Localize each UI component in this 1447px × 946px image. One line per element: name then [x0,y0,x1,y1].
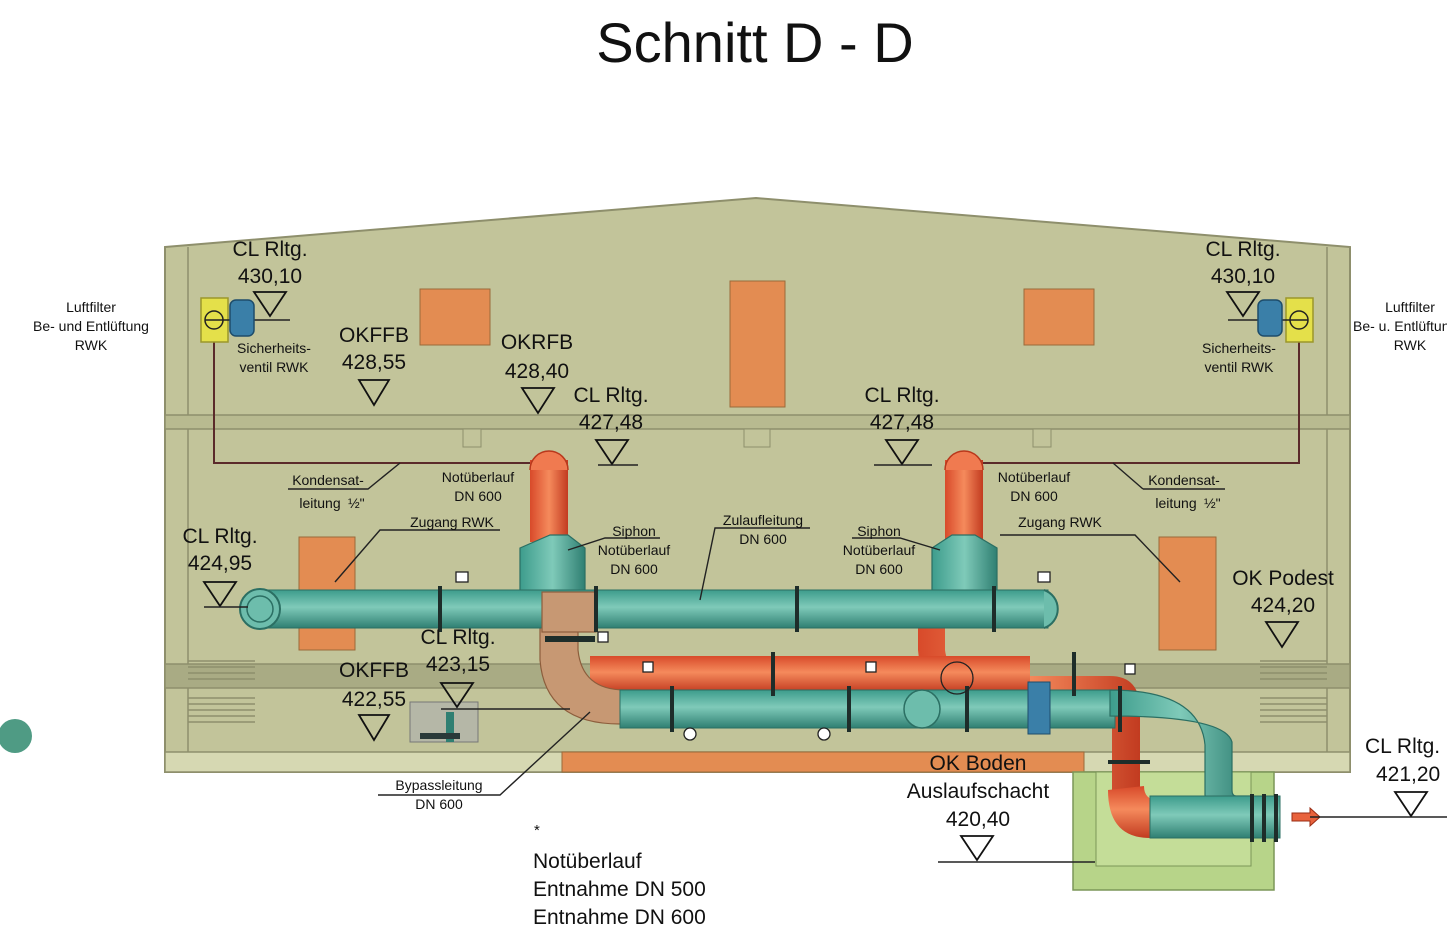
door-zugang-right [1158,536,1217,651]
tee-fitting [541,591,597,633]
value-cl-low: 423,15 [426,653,490,676]
edge-dot [0,719,32,753]
piping [239,450,1321,842]
label-notueberlauf-right-2: DN 600 [1010,488,1058,504]
label-sicherheit-right-2: ventil RWK [1205,359,1275,375]
label-kondensat-right-1: Kondensat- [1148,472,1220,488]
safety-valve-left [229,299,255,337]
value-okffb-low: 422,55 [342,688,406,711]
condensate-lines [213,330,1300,464]
label-kondensat-left-1: Kondensat- [292,472,364,488]
label-auslaufschacht: Auslaufschacht [907,780,1050,803]
label-zugang-left: Zugang RWK [410,514,494,530]
label-cl-top-left: CL Rltg. [232,238,307,261]
label-zulaufleitung-2: DN 600 [739,531,787,547]
label-kondensat-right-2: leitung [1155,495,1196,511]
drawing-title: Schnitt D - D [596,11,913,74]
safety-valve-right [1257,299,1283,337]
label-kondensat-left-half: ½" [348,495,365,511]
value-ok-podest: 424,20 [1251,594,1315,617]
label-siphon-left-3: DN 600 [610,561,658,577]
label-cl-left: CL Rltg. [182,525,257,548]
label-ok-boden: OK Boden [930,752,1027,775]
foundation-opening [561,751,1085,773]
label-zugang-right: Zugang RWK [1018,514,1102,530]
label-siphon-left-1: Siphon [612,523,656,539]
label-luftfilter-right-3: RWK [1394,337,1427,353]
level-markers [202,291,1447,863]
value-cl-right: 421,20 [1376,763,1440,786]
label-luftfilter-left-3: RWK [75,337,108,353]
label-siphon-right-2: Notüberlauf [843,542,915,558]
label-cl-low: CL Rltg. [420,626,495,649]
value-cl-top-right: 430,10 [1211,265,1275,288]
label-kondensat-left-2: leitung [299,495,340,511]
label-luftfilter-right-1: Luftfilter [1385,299,1435,315]
legend-star: * [534,822,540,839]
label-sicherheit-left-1: Sicherheits- [237,340,311,356]
value-cl-top-left: 430,10 [238,265,302,288]
label-notueberlauf-left-1: Notüberlauf [442,469,514,485]
air-filter-left [200,297,290,343]
annotations: CL Rltg. 430,10 CL Rltg. 430,10 Luftfilt… [33,238,1447,929]
value-okrfb: 428,40 [505,360,569,383]
red-return-pipe [590,656,1030,692]
value-cl-left: 424,95 [188,552,252,575]
air-filter-right [1228,297,1314,343]
label-cl-top-right: CL Rltg. [1205,238,1280,261]
label-zulaufleitung-1: Zulaufleitung [723,512,803,528]
legend-line-1: Notüberlauf [533,850,642,873]
value-cl-mid-right: 427,48 [870,411,934,434]
overflow-pipe-left [530,460,568,542]
label-kondensat-right-half: ½" [1204,495,1221,511]
value-cl-mid-left: 427,48 [579,411,643,434]
label-siphon-right-3: DN 600 [855,561,903,577]
label-sicherheit-left-2: ventil RWK [240,359,310,375]
label-cl-mid-right: CL Rltg. [864,384,939,407]
label-notueberlauf-left-2: DN 600 [454,488,502,504]
value-okffb-top: 428,55 [342,351,406,374]
value-auslaufschacht: 420,40 [946,808,1010,831]
pipe-end-left [239,588,281,630]
label-luftfilter-right-2: Be- u. Entlüftung [1353,318,1447,334]
main-inlet-pipe [257,589,1049,629]
label-luftfilter-left-2: Be- und Entlüftung [33,318,149,334]
label-luftfilter-left-1: Luftfilter [66,299,116,315]
opening-upper-center [729,280,786,408]
label-sicherheit-right-1: Sicherheits- [1202,340,1276,356]
label-siphon-left-2: Notüberlauf [598,542,670,558]
opening-upper-left [419,288,491,346]
label-bypass-2: DN 600 [415,796,463,812]
label-ok-podest: OK Podest [1232,567,1334,590]
legend-line-3: Entnahme DN 600 [533,906,706,929]
label-bypass-1: Bypassleitung [395,777,482,793]
leader-lines [288,462,1225,796]
label-cl-right: CL Rltg. [1365,735,1440,758]
label-okffb-top: OKFFB [339,324,409,347]
label-okrfb: OKRFB [501,331,573,354]
label-siphon-right-1: Siphon [857,523,901,539]
label-okffb-low: OKFFB [339,659,409,682]
legend-line-2: Entnahme DN 500 [533,878,706,901]
label-cl-mid-left: CL Rltg. [573,384,648,407]
label-notueberlauf-right-1: Notüberlauf [998,469,1070,485]
opening-upper-right [1023,288,1095,346]
